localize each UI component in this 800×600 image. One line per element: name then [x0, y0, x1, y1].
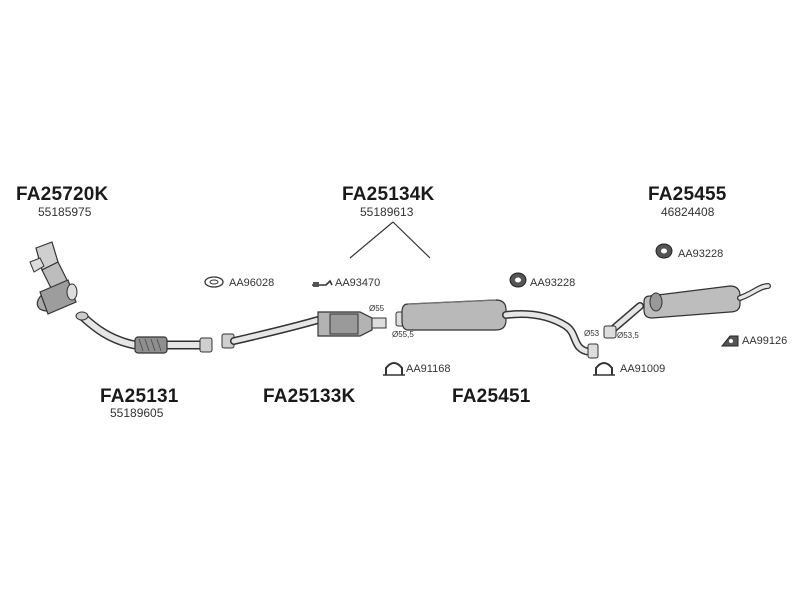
- front-pipe-part: [75, 311, 213, 354]
- part-code-label: FA25131: [100, 386, 179, 407]
- part-code-label: FA25720K: [16, 184, 109, 205]
- rubber-hanger-icon: [509, 272, 527, 288]
- leader-line-left: [349, 221, 394, 259]
- part-code-label: FA25134K: [342, 184, 435, 205]
- accessory-label: AA93470: [335, 277, 381, 289]
- u-clamp-icon: [383, 362, 405, 376]
- diameter-label: Ø53: [584, 329, 600, 338]
- accessory-label: AA93228: [530, 277, 576, 289]
- rubber-hanger-icon: [655, 243, 673, 259]
- clamp-bolt-icon: [312, 279, 333, 287]
- intermediate-pipe-part: [221, 311, 387, 349]
- part-code-label: FA25133K: [263, 386, 356, 407]
- mounting-bracket-icon: [720, 335, 739, 347]
- diameter-label: Ø55: [369, 304, 385, 313]
- diameter-label: Ø53,5: [617, 331, 639, 340]
- oe-number-label: 55189613: [360, 205, 414, 219]
- catalytic-converter-part: [29, 241, 78, 315]
- gasket-ring-icon: [204, 276, 224, 288]
- accessory-label: AA99126: [742, 335, 788, 347]
- diameter-label: Ø55,5: [392, 330, 414, 339]
- accessory-label: AA91168: [406, 363, 451, 375]
- oe-number-label: 46824408: [661, 205, 715, 219]
- u-clamp-icon: [593, 362, 615, 376]
- part-code-label: FA25455: [648, 184, 727, 205]
- oe-number-label: 55185975: [38, 205, 92, 219]
- middle-silencer-part: [395, 299, 599, 359]
- part-code-label: FA25451: [452, 386, 531, 407]
- rear-silencer-part: [603, 283, 771, 339]
- accessory-label: AA96028: [229, 277, 275, 289]
- accessory-label: AA93228: [678, 248, 724, 260]
- oe-number-label: 55189605: [110, 406, 164, 420]
- accessory-label: AA91009: [620, 363, 666, 375]
- leader-line-right: [392, 221, 431, 259]
